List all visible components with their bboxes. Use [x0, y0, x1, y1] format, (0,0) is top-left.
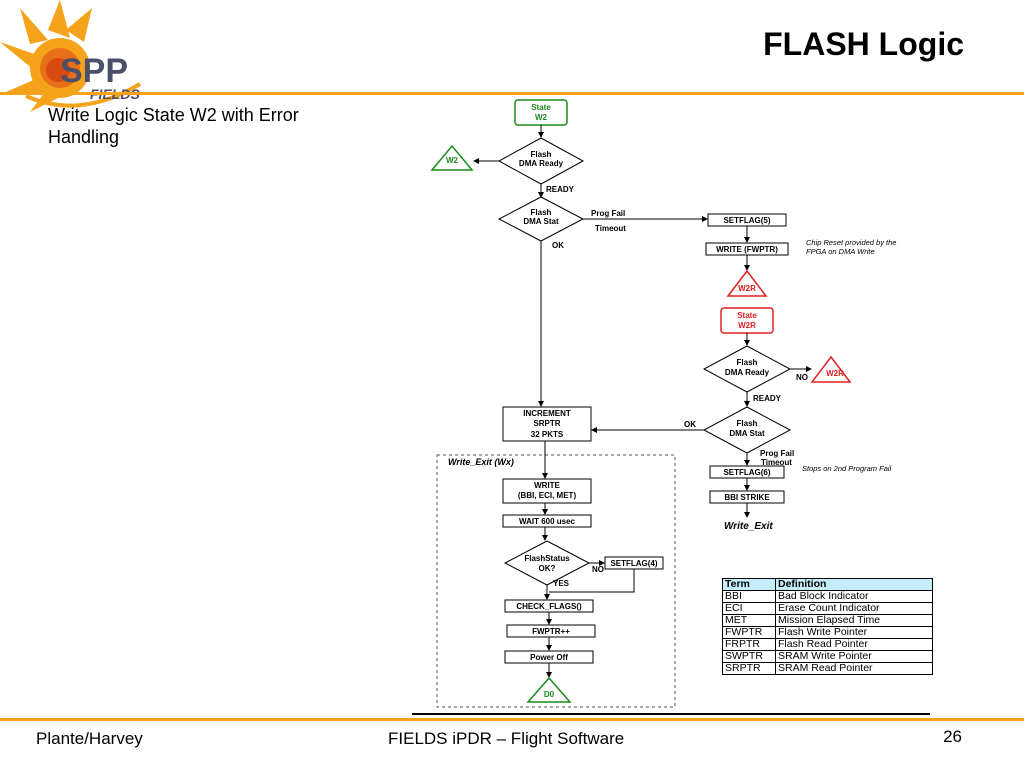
power-off-label: Power Off: [530, 653, 568, 662]
ok-label-2: OK: [684, 420, 696, 429]
term-cell: SWPTR: [722, 650, 776, 663]
w2r-connector-2: [810, 355, 852, 383]
footer-author: Plante/Harvey: [36, 729, 143, 748]
bbi-strike-label: BBI STRIKE: [724, 493, 770, 502]
write-exit-wx-label: Write_Exit (Wx): [448, 457, 514, 467]
definition-cell: Erase Count Indicator: [775, 602, 933, 615]
flash-dma-stat-1-line1: Flash: [531, 208, 552, 217]
wait-600-label: WAIT 600 usec: [519, 517, 576, 526]
no-label-2: NO: [592, 565, 604, 574]
terms-header-definition: Definition: [775, 578, 933, 591]
ok-label-1: OK: [552, 241, 564, 250]
ready-label-1: READY: [546, 185, 575, 194]
header-rule: [0, 92, 1024, 95]
flash-dma-stat-2-line2: DMA Stat: [729, 429, 765, 438]
increment-line1: INCREMENT: [523, 409, 571, 418]
flash-dma-ready-1-line1: Flash: [531, 150, 552, 159]
flash-dma-ready-2-line1: Flash: [737, 358, 758, 367]
definition-cell: Flash Write Pointer: [775, 626, 933, 639]
definition-cell: SRAM Read Pointer: [775, 662, 933, 675]
setflag5-label: SETFLAG(5): [723, 216, 770, 225]
setflag6-label: SETFLAG(6): [723, 468, 770, 477]
state-w2r-line2: W2R: [738, 321, 756, 330]
write-bbi-line2: (BBI, ECI, MET): [518, 491, 577, 500]
w2r-connector-2-label: W2R: [826, 369, 844, 378]
flash-dma-ready-2-line2: DMA Ready: [725, 368, 770, 377]
setflag4-label: SETFLAG(4): [610, 559, 657, 568]
w2r-connector-1-label: W2R: [738, 284, 756, 293]
w2r-connector-1: [726, 269, 768, 297]
term-cell: SRPTR: [722, 662, 776, 675]
ready-label-2: READY: [753, 394, 782, 403]
write-bbi-line1: WRITE: [534, 481, 560, 490]
term-cell: ECI: [722, 602, 776, 615]
definition-cell: Bad Block Indicator: [775, 590, 933, 603]
state-w2-line1: State: [531, 103, 551, 112]
d0-connector-label: D0: [544, 690, 555, 699]
prog-fail-label-1: Prog Fail: [591, 209, 625, 218]
chip-reset-note-line2: FPGA on DMA Write: [806, 247, 875, 256]
terms-table-header: Term Definition: [722, 578, 933, 591]
spp-fields-logo: SPP FIELDS: [0, 0, 142, 112]
d0-connector: [526, 676, 572, 703]
definition-cell: SRAM Write Pointer: [775, 650, 933, 663]
stops-note: Stops on 2nd Program Fail: [802, 464, 892, 473]
timeout-label-2: Timeout: [761, 458, 792, 467]
increment-srptr-box: [502, 406, 592, 442]
write-fwptr-label: WRITE (FWPTR): [716, 245, 778, 254]
check-flags-label: CHECK_FLAGS(): [516, 602, 582, 611]
w2-connector: [430, 144, 474, 171]
state-w2r-line1: State: [737, 311, 757, 320]
term-cell: BBI: [722, 590, 776, 603]
write-exit-label: Write_Exit: [724, 521, 773, 532]
timeout-label-1: Timeout: [595, 224, 626, 233]
increment-line3: 32 PKTS: [531, 430, 564, 439]
term-cell: FRPTR: [722, 638, 776, 651]
sun-icon: [0, 0, 142, 112]
fwptr-inc-box: [506, 624, 596, 638]
flash-dma-stat-2-line1: Flash: [737, 419, 758, 428]
term-cell: FWPTR: [722, 626, 776, 639]
no-label-1: NO: [796, 373, 808, 382]
wait-600-box: [502, 514, 592, 528]
flash-dma-ready-1-line2: DMA Ready: [519, 159, 564, 168]
page-title: FLASH Logic: [763, 26, 964, 62]
footer-presentation: FIELDS iPDR – Flight Software: [388, 729, 625, 748]
terms-header-term: Term: [722, 578, 776, 591]
write-bbi-box: [502, 478, 592, 504]
prog-fail-label-2: Prog Fail: [760, 449, 794, 458]
state-w2-line2: W2: [535, 113, 548, 122]
chip-reset-note-line1: Chip Reset provided by the: [806, 238, 896, 247]
definition-cell: Flash Read Pointer: [775, 638, 933, 651]
term-cell: MET: [722, 614, 776, 627]
write-exit-region: [436, 454, 676, 708]
flash-status-line2: OK?: [539, 564, 556, 573]
slide-subtitle: Write Logic State W2 with Error Handling: [48, 105, 299, 147]
yes-label: YES: [553, 579, 570, 588]
decision-flash-status-ok: [503, 540, 591, 586]
page-number: 26: [943, 727, 962, 746]
flash-status-line1: FlashStatus: [524, 554, 570, 563]
footer-rule: [0, 718, 1024, 721]
flash-dma-stat-1-line2: DMA Stat: [523, 217, 559, 226]
logo-text-main: SPP: [60, 52, 128, 90]
fwptr-inc-label: FWPTR++: [532, 627, 570, 636]
increment-line2: SRPTR: [533, 419, 560, 428]
w2-connector-label: W2: [446, 156, 459, 165]
definition-cell: Mission Elapsed Time: [775, 614, 933, 627]
